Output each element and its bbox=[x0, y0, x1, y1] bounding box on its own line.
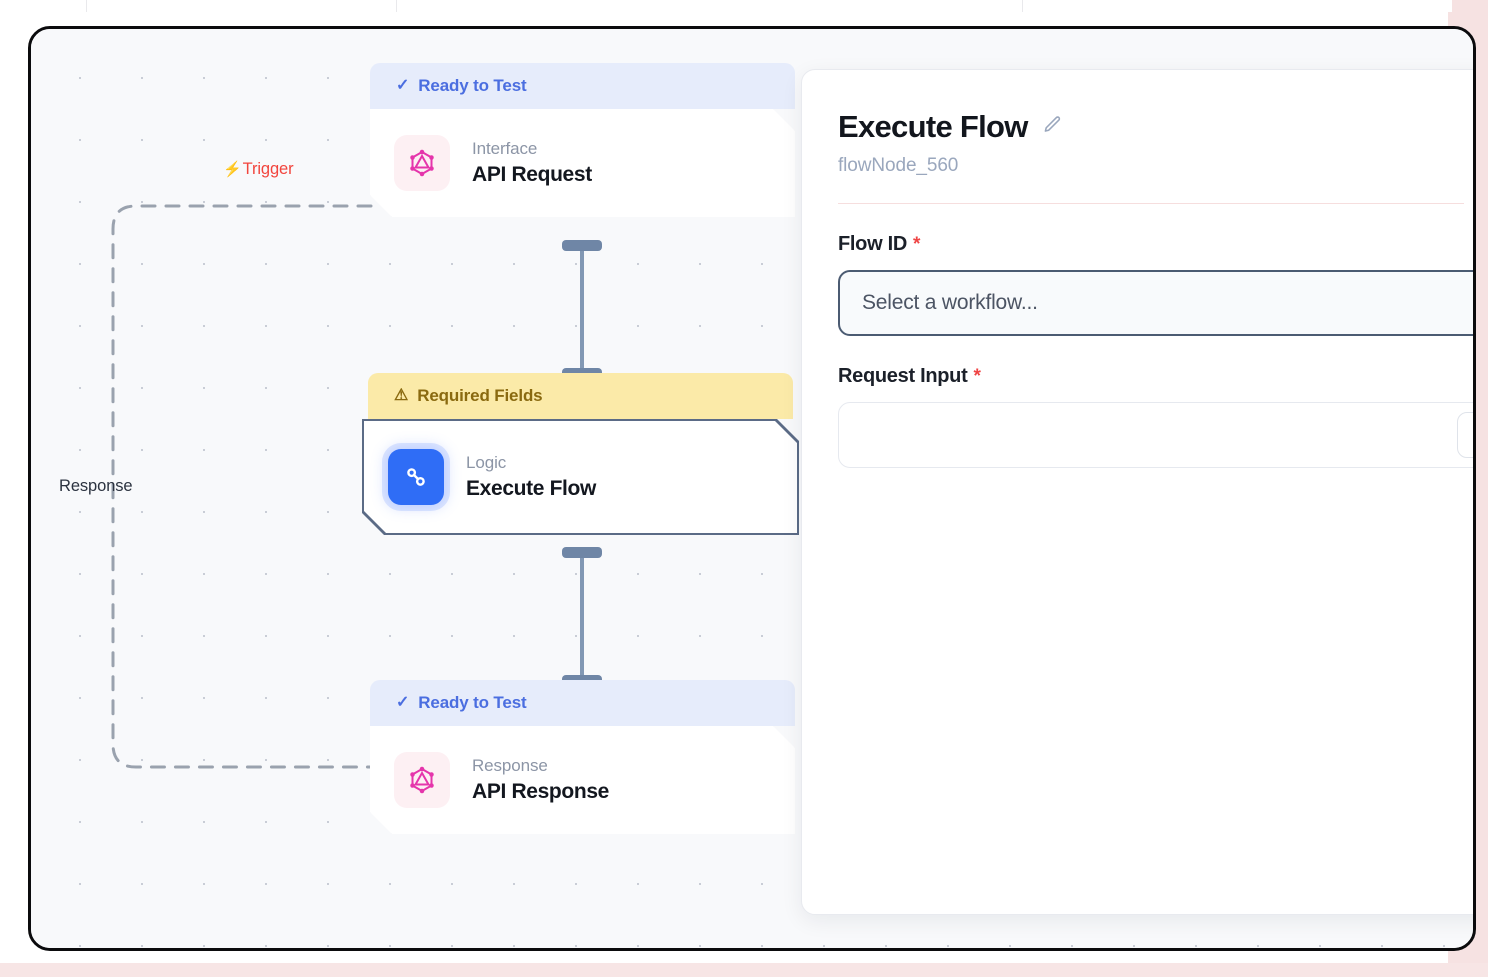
edge-label-trigger-text: Trigger bbox=[242, 160, 294, 178]
flow-branch-icon bbox=[388, 449, 444, 505]
background-strip-top bbox=[0, 0, 1452, 12]
node-text-api-request: Interface API Request bbox=[472, 138, 592, 189]
node-body-api-response[interactable]: Response API Response bbox=[370, 726, 795, 834]
node-body-api-request[interactable]: Interface API Request bbox=[370, 109, 795, 217]
background-seam-2 bbox=[396, 0, 397, 12]
node-text-api-response: Response API Response bbox=[472, 755, 609, 806]
background-seam-1 bbox=[86, 0, 87, 12]
node-kind-label: Interface bbox=[472, 138, 538, 158]
background-seam-3 bbox=[1022, 0, 1023, 12]
field-label-text: Request Input bbox=[838, 365, 968, 388]
inspector-header: Execute Flow bbox=[838, 109, 1464, 144]
node-id-label: flowNode_560 bbox=[838, 155, 959, 177]
node-status-label: Ready to Test bbox=[418, 693, 527, 712]
page-title: Execute Flow bbox=[838, 109, 1028, 144]
node-status-label: Ready to Test bbox=[418, 76, 527, 95]
lightning-bolt-icon: ⚡ bbox=[223, 161, 242, 178]
field-label-request-input: Request Input * bbox=[838, 365, 1464, 388]
node-status-execute-flow: ⚠ Required Fields bbox=[368, 373, 793, 419]
node-body-execute-flow[interactable]: Logic Execute Flow bbox=[364, 421, 797, 533]
connector-line bbox=[580, 558, 584, 675]
edge-label-response: Response bbox=[59, 477, 133, 496]
node-text-execute-flow: Logic Execute Flow bbox=[466, 452, 596, 503]
node-status-api-request: ✓ Ready to Test bbox=[370, 63, 795, 109]
node-api-request[interactable]: ✓ Ready to Test bbox=[370, 63, 795, 217]
node-execute-flow[interactable]: ⚠ Required Fields Logic bbox=[362, 373, 799, 535]
app-frame: ⚡ Trigger Response ✓ Ready to Test bbox=[28, 26, 1476, 951]
edit-button[interactable]: Edit bbox=[1457, 412, 1473, 459]
background-strip-bottom bbox=[0, 963, 1488, 977]
connector-flow-to-response[interactable] bbox=[562, 547, 602, 686]
graphql-icon bbox=[394, 752, 450, 808]
required-marker: * bbox=[973, 366, 981, 388]
required-marker: * bbox=[913, 234, 921, 256]
node-kind-label: Logic bbox=[466, 452, 507, 472]
connector-handle-source[interactable] bbox=[562, 240, 602, 251]
pencil-icon[interactable] bbox=[1041, 114, 1063, 141]
flow-id-select-placeholder: Select a workflow... bbox=[862, 291, 1038, 315]
connector-line bbox=[580, 251, 584, 368]
node-kind-label: Response bbox=[472, 755, 548, 775]
connector-handle-source[interactable] bbox=[562, 547, 602, 558]
node-status-api-response: ✓ Ready to Test bbox=[370, 680, 795, 726]
node-title-label: API Response bbox=[472, 780, 610, 803]
node-inspector-panel: Execute Flow flowNode_560 Flow ID * Sele… bbox=[801, 69, 1473, 915]
background-corner-topleft bbox=[0, 0, 30, 30]
node-title-label: API Request bbox=[472, 163, 592, 186]
node-api-response[interactable]: ✓ Ready to Test bbox=[370, 680, 795, 834]
graphql-icon bbox=[394, 135, 450, 191]
connector-request-to-flow[interactable] bbox=[562, 240, 602, 379]
node-title-label: Execute Flow bbox=[466, 477, 597, 500]
field-flow-id: Flow ID * Select a workflow... bbox=[838, 233, 1473, 337]
inspector-divider bbox=[838, 203, 1464, 205]
node-selection-outline: Logic Execute Flow bbox=[362, 419, 799, 535]
edge-label-trigger: ⚡ Trigger bbox=[223, 160, 294, 179]
request-input-field[interactable]: Edit bbox=[838, 402, 1473, 469]
check-icon: ✓ bbox=[396, 694, 410, 711]
field-label-text: Flow ID bbox=[838, 233, 908, 256]
check-icon: ✓ bbox=[396, 77, 410, 94]
edge-label-response-text: Response bbox=[59, 477, 133, 495]
node-status-label: Required Fields bbox=[417, 386, 543, 405]
warning-triangle-icon: ⚠ bbox=[394, 387, 409, 404]
flow-id-select[interactable]: Select a workflow... bbox=[838, 270, 1473, 337]
field-request-input: Request Input * Edit bbox=[838, 365, 1473, 469]
field-label-flow-id: Flow ID * bbox=[838, 233, 1464, 256]
